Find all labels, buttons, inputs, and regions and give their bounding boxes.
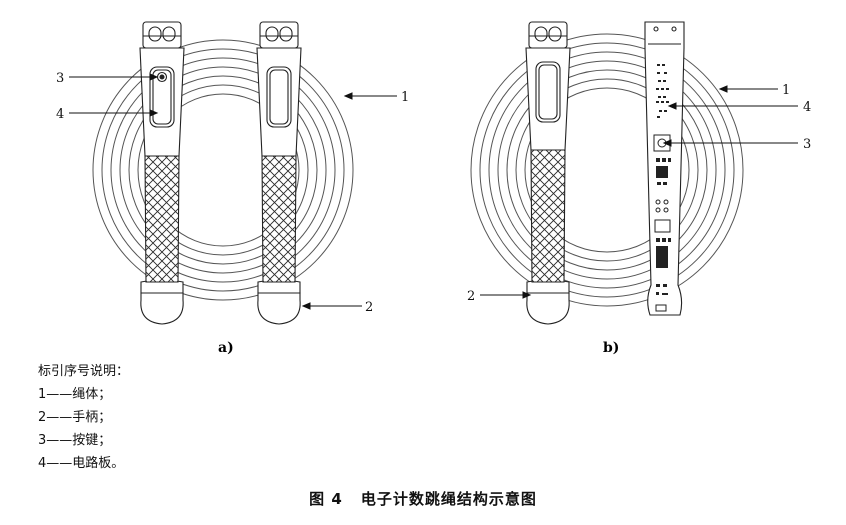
legend-num: 2 — [38, 410, 47, 425]
legend-dash: —— — [46, 433, 73, 448]
panel-a-leader-lines — [69, 73, 397, 310]
panel-b-leader-lines — [480, 85, 798, 299]
panel-a-callout-1: 1 — [401, 90, 409, 105]
panel-b-callout-3: 3 — [803, 137, 811, 152]
panel-a-callout-2: 2 — [365, 300, 373, 315]
legend-item-4: 4——电路板。 — [38, 452, 129, 475]
figure-caption: 图 4 电子计数跳绳结构示意图 — [0, 488, 846, 509]
legend-title: 标引序号说明： — [38, 364, 130, 379]
panel-a-callout-3: 3 — [56, 71, 64, 86]
panel-b-callout-4: 4 — [803, 100, 811, 115]
legend-text: 绳体； — [72, 387, 112, 402]
legend-text: 按键； — [72, 433, 112, 448]
figure-title: 电子计数跳绳结构示意图 — [360, 490, 537, 508]
legend-dash: —— — [46, 387, 73, 402]
panel-b-callout-1: 1 — [782, 83, 790, 98]
panel-a-label: a) — [218, 340, 234, 356]
panel-b-handle — [525, 21, 571, 325]
panel-b-board-components — [656, 64, 671, 295]
panel-a-handle-right — [256, 21, 302, 325]
legend-num: 1 — [38, 387, 47, 402]
panel-b-callout-labels: 1 4 3 2 — [467, 83, 811, 304]
legend-item-1: 1——绳体； — [38, 383, 129, 406]
panel-a-callout-4: 4 — [56, 107, 64, 122]
legend-text: 手柄； — [72, 410, 112, 425]
legend-num: 3 — [38, 433, 47, 448]
legend-num: 4 — [38, 456, 47, 471]
legend-dash: —— — [46, 456, 73, 471]
panel-a-handle-left — [139, 21, 185, 325]
panel-a-callout-labels: 3 4 1 2 — [56, 71, 409, 315]
legend-text: 电路板。 — [72, 456, 125, 471]
panel-b-rope-coils — [470, 33, 744, 307]
panel-b-label: b) — [603, 340, 619, 356]
figure-number: 图 4 — [309, 490, 343, 508]
legend-dash: —— — [46, 410, 73, 425]
legend: 标引序号说明： 1——绳体； 2——手柄； 3——按键； 4——电路板。 — [38, 360, 129, 475]
legend-item-2: 2——手柄； — [38, 406, 129, 429]
panel-a-rope-coils — [92, 39, 354, 301]
panel-b-callout-2: 2 — [467, 289, 475, 304]
legend-item-3: 3——按键； — [38, 429, 129, 452]
